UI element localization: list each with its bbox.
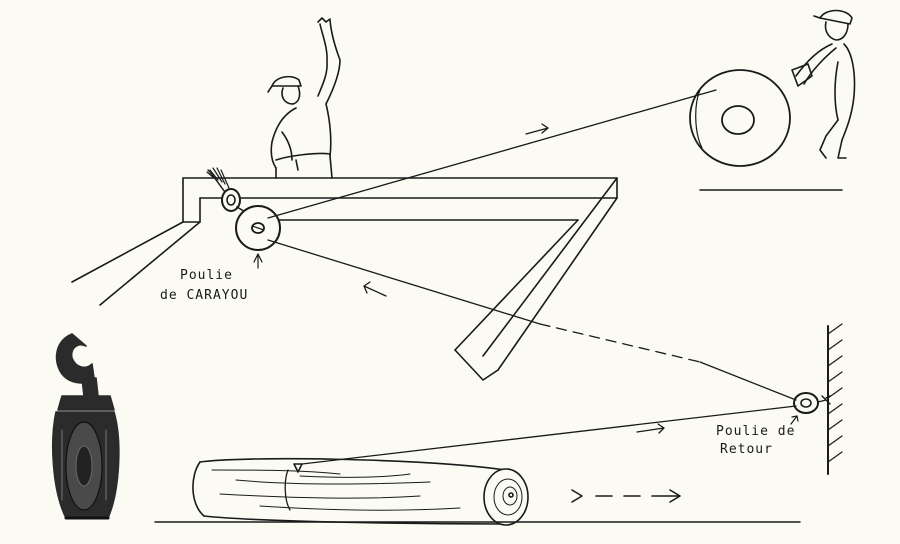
arrow-to-return — [636, 423, 665, 434]
worker-waving — [267, 17, 341, 179]
arrow-to-carayou — [363, 281, 387, 297]
wall — [827, 323, 843, 475]
worker-cranking — [791, 9, 856, 159]
winch-drum — [689, 69, 791, 167]
rope-to-winch — [267, 89, 717, 219]
label-pulley-return-line1: Poulie de — [716, 424, 796, 439]
log — [192, 457, 529, 526]
return-pulley — [793, 392, 831, 414]
label-pulley-return-line2: Retour — [720, 442, 773, 457]
rope-to-log — [301, 405, 797, 465]
label-pulley-carayou-line1: Poulie — [180, 268, 233, 283]
label-pulley-carayou-line2: de CARAYOU — [160, 288, 249, 303]
carayou-label-arrow — [253, 253, 263, 269]
carayou-pulley — [206, 167, 281, 251]
pulley-block-hook — [52, 333, 120, 520]
direction-arrows — [363, 123, 681, 503]
log-direction-arrow — [571, 489, 583, 503]
rope-to-return-pulley — [267, 239, 541, 325]
arrow-to-winch — [525, 123, 549, 135]
return-label-arrow — [790, 415, 799, 425]
truck-bed-frame — [71, 177, 618, 381]
ropes — [267, 89, 797, 465]
